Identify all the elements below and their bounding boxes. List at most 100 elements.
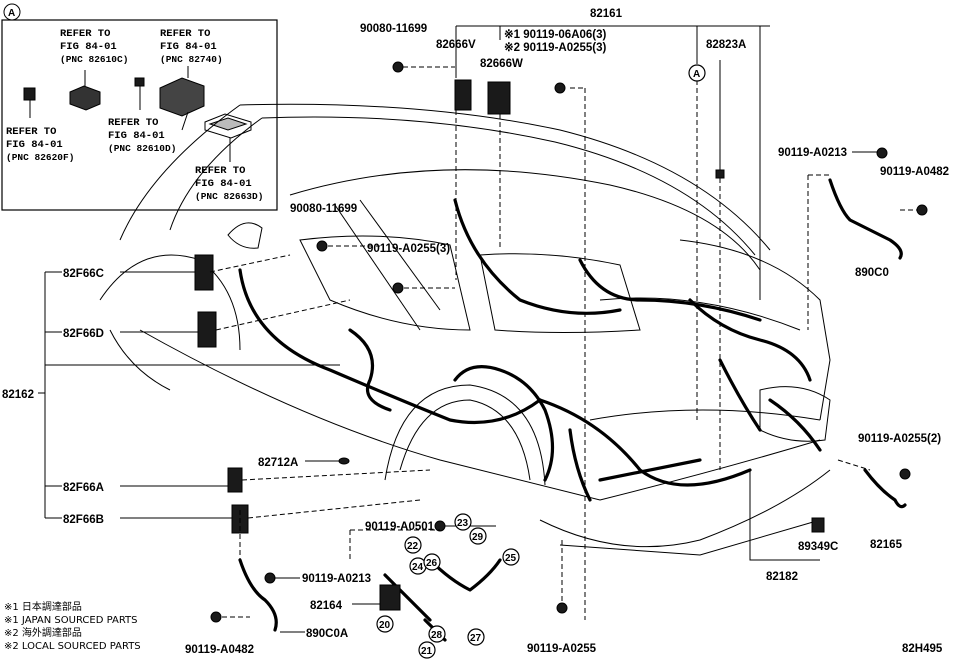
inset-ref-82610c: REFER TO FIG 84-01 (PNC 82610C) — [60, 28, 128, 65]
svg-text:(PNC 82740): (PNC 82740) — [160, 54, 223, 65]
callout-28: 28 — [428, 625, 446, 643]
callout-25: 25 — [502, 548, 520, 566]
marker-a-text: A — [693, 69, 700, 80]
inset-junction-block-82740 — [159, 66, 205, 131]
label-82164: 82164 — [310, 600, 343, 612]
label-82162: 82162 — [2, 389, 34, 401]
svg-text:REFER TO: REFER TO — [60, 28, 110, 40]
block-82164 — [379, 584, 401, 611]
svg-text:(PNC 82663D): (PNC 82663D) — [195, 191, 263, 202]
svg-text:29: 29 — [472, 532, 484, 543]
inset-relay-82620f — [23, 87, 36, 118]
dashed-guides — [209, 66, 917, 620]
callout-22: 22 — [404, 536, 422, 554]
inset-ref-82620f: REFER TO FIG 84-01 (PNC 82620F) — [6, 126, 74, 163]
inset-marker: A — [8, 8, 15, 19]
label-90119-a0213-right: 90119-A0213 — [778, 147, 847, 159]
bolt-90119-a0255-3 — [392, 282, 404, 294]
label-90119-a0255-3: 90119-A0255(3) — [367, 243, 450, 255]
label-82666v: 82666V — [436, 39, 476, 51]
relay-82666v — [454, 79, 472, 111]
svg-text:FIG 84-01: FIG 84-01 — [6, 139, 63, 151]
part-labels: 90080-11699 82666V 82666W ※1 90119-06A06… — [2, 8, 949, 656]
svg-text:28: 28 — [431, 630, 443, 641]
clip-82823a — [715, 169, 725, 179]
label-82165: 82165 — [870, 539, 903, 551]
label-90119-a0255-2: 90119-A0255(2) — [858, 433, 941, 445]
inset-ref-82740: REFER TO FIG 84-01 (PNC 82740) — [160, 28, 223, 65]
callout-23: 23 — [454, 513, 472, 531]
svg-text:22: 22 — [407, 541, 419, 552]
callout-20: 20 — [376, 615, 394, 633]
label-82823a: 82823A — [706, 39, 746, 51]
label-90119-a0255-bottom: 90119-A0255 — [527, 643, 597, 655]
label-90119-a0501: 90119-A0501 — [365, 521, 435, 533]
figure-code: 82H495 — [902, 643, 943, 655]
label-89349c: 89349C — [798, 541, 838, 553]
svg-text:FIG 84-01: FIG 84-01 — [195, 178, 252, 190]
inset-relay-block-82610c — [69, 70, 101, 111]
connector-82f66d — [197, 311, 217, 348]
note-japan-en: ※1 JAPAN SOURCED PARTS — [4, 615, 138, 626]
label-note2-part: ※2 90119-A0255(3) — [504, 41, 607, 54]
marker-a-callout: A — [688, 64, 706, 82]
footnotes: ※1 日本調達部品 ※1 JAPAN SOURCED PARTS ※2 海外調達… — [4, 600, 141, 652]
bolt-90119-a0255-top — [554, 82, 566, 94]
bolt-90119-a0213-left — [264, 572, 276, 584]
svg-text:25: 25 — [505, 553, 517, 564]
label-82712a: 82712A — [258, 457, 298, 469]
clip-89349c — [811, 517, 825, 533]
callout-29: 29 — [469, 527, 487, 545]
bolt-90080-mid — [316, 240, 328, 252]
svg-text:23: 23 — [457, 518, 469, 529]
leader-lines — [38, 25, 878, 633]
svg-text:REFER TO: REFER TO — [108, 117, 158, 129]
label-90080-mid: 90080-11699 — [290, 203, 357, 215]
callout-26: 26 — [423, 553, 441, 571]
numbered-callouts: 20 21 22 23 24 25 26 27 28 29 — [376, 513, 520, 659]
label-90119-a0213-left: 90119-A0213 — [302, 573, 371, 585]
label-90119-a0482-left: 90119-A0482 — [185, 644, 254, 656]
svg-text:(PNC 82610C): (PNC 82610C) — [60, 54, 128, 65]
label-890c0a: 890C0A — [306, 628, 348, 640]
connector-82f66c — [194, 254, 214, 291]
clip-82712a — [338, 457, 350, 465]
inset-panel: A REFER TO FIG 84-01 (PNC 82610C) REFER … — [1, 3, 278, 211]
label-90080-top: 90080-11699 — [360, 23, 427, 35]
callout-21: 21 — [418, 641, 436, 659]
svg-text:FIG 84-01: FIG 84-01 — [160, 41, 217, 53]
inset-relay-82610d — [134, 77, 145, 110]
floor-wire-harness — [238, 268, 752, 502]
roof-wire-harness — [453, 198, 822, 452]
bolt-90080-top — [392, 61, 404, 73]
note-japan-jp: ※1 日本調達部品 — [4, 600, 82, 613]
label-82666w: 82666W — [480, 58, 523, 70]
bolt-90119-a0255-bottom — [556, 602, 568, 614]
label-82161: 82161 — [590, 8, 623, 20]
svg-text:20: 20 — [379, 620, 391, 631]
bolt-90119-a0482-left — [210, 611, 222, 623]
callout-27: 27 — [467, 628, 485, 646]
svg-text:REFER TO: REFER TO — [195, 165, 245, 177]
bolt-90119-a0482-right — [916, 204, 928, 216]
inset-ref-82663d: REFER TO FIG 84-01 (PNC 82663D) — [195, 165, 263, 202]
note-local-jp: ※2 海外調達部品 — [4, 626, 82, 639]
svg-text:FIG 84-01: FIG 84-01 — [108, 130, 165, 142]
connector-82f66a — [227, 467, 243, 493]
label-82f66d: 82F66D — [63, 328, 104, 340]
svg-text:(PNC 82610D): (PNC 82610D) — [108, 143, 176, 154]
svg-text:27: 27 — [470, 633, 482, 644]
relay-82666w — [487, 81, 511, 115]
svg-text:24: 24 — [412, 562, 424, 573]
back-door-harness-890c0 — [828, 178, 903, 260]
svg-text:REFER TO: REFER TO — [6, 126, 56, 138]
inset-module-82663d — [204, 113, 252, 162]
label-82f66a: 82F66A — [63, 482, 104, 494]
note-local-en: ※2 LOCAL SOURCED PARTS — [4, 641, 141, 652]
parts — [194, 61, 928, 623]
bolt-90119-a0213-right — [876, 147, 888, 159]
svg-text:REFER TO: REFER TO — [160, 28, 210, 40]
label-82f66b: 82F66B — [63, 514, 104, 526]
bolt-90119-a0255-2 — [899, 468, 911, 480]
